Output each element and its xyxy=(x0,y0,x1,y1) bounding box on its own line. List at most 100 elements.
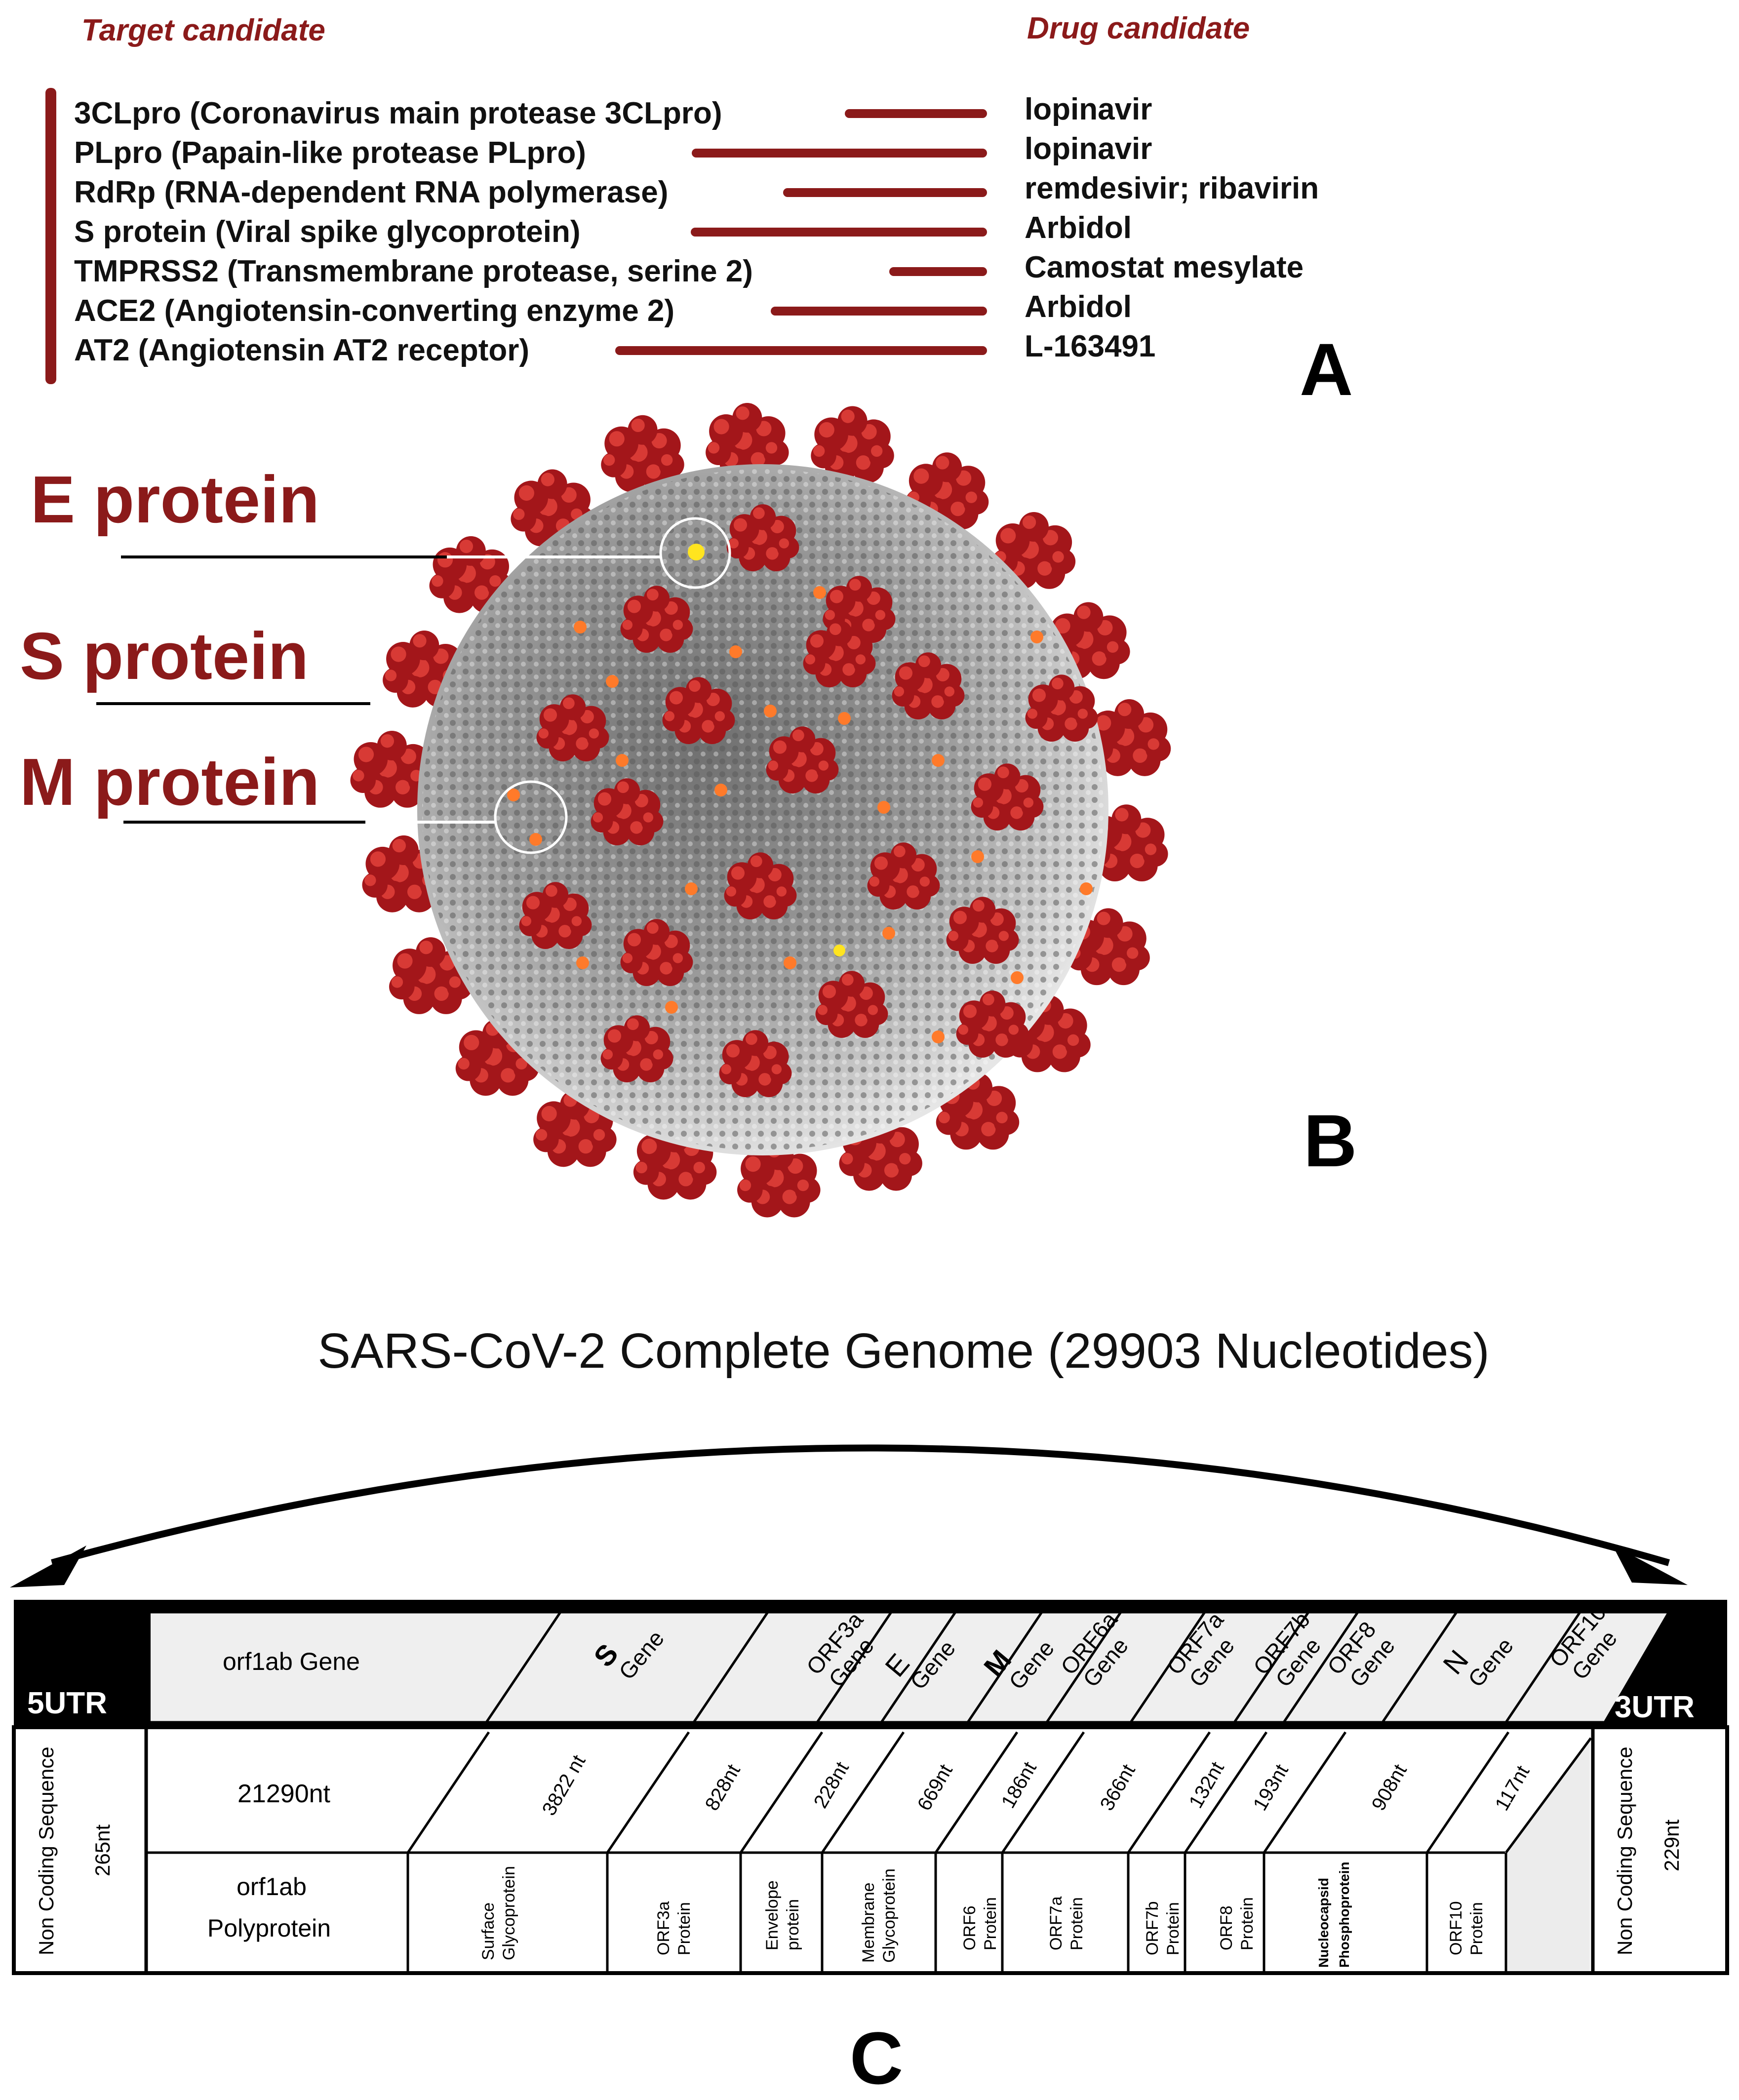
protein-label: Surface xyxy=(479,1902,498,1960)
drug-label: Arbidol xyxy=(1025,211,1132,245)
gene-separator xyxy=(880,1611,957,1723)
utr3-label: 3UTR xyxy=(1615,1690,1695,1724)
orf1ab-length-divider xyxy=(406,1731,490,1854)
m-protein-dot xyxy=(616,754,629,767)
m-protein-dot xyxy=(1030,631,1043,643)
gene-separator xyxy=(485,1611,562,1723)
drug-candidate-header: Drug candidate xyxy=(1027,11,1250,45)
m-protein-dot xyxy=(507,789,520,801)
table-tail-edge xyxy=(1504,1737,1592,1854)
protein-label-sub: Protein xyxy=(1164,1902,1183,1955)
drug-label: lopinavir xyxy=(1025,132,1152,166)
m-protein-dots xyxy=(507,586,1093,1043)
gene-label-orf1ab: orf1ab Gene xyxy=(223,1648,360,1675)
protein-label-sub: Protein xyxy=(1467,1902,1486,1955)
surface-spike xyxy=(620,919,693,987)
gene-band-left-cap xyxy=(148,1612,151,1722)
gene-separator xyxy=(692,1611,769,1723)
panel-c-letter: C xyxy=(850,2017,903,2100)
m-protein-dot xyxy=(685,882,698,895)
m-protein-dot xyxy=(932,1030,945,1043)
length-separators xyxy=(606,1731,1510,1973)
m-protein-dot xyxy=(1011,971,1024,984)
surface-spike xyxy=(519,882,592,950)
panel-b-letter: B xyxy=(1304,1099,1357,1182)
m-protein-dot xyxy=(764,705,777,717)
protein-label-sub: Protein xyxy=(1238,1897,1257,1950)
target-label: 3CLpro (Coronavirus main protease 3CLpro… xyxy=(74,96,722,130)
target-label: RdRp (RNA-dependent RNA polymerase) xyxy=(74,175,668,209)
surface-spike xyxy=(591,778,664,846)
m-protein-dot xyxy=(838,712,851,725)
protein-label: ORF10 xyxy=(1447,1901,1465,1955)
protein-label: Nucleocapsid xyxy=(1316,1878,1331,1968)
right-noncoding-label: Non Coding Sequence xyxy=(1613,1746,1636,1955)
spike-protein xyxy=(601,415,684,492)
protein-label: ORF7a xyxy=(1047,1896,1066,1950)
surface-spike xyxy=(956,991,1029,1058)
m-protein-dot xyxy=(529,833,542,846)
target-candidate-header: Target candidate xyxy=(81,13,325,47)
m-protein-dot xyxy=(932,754,945,767)
orf1ab-protein-line1: orf1ab xyxy=(237,1873,307,1901)
length-separator xyxy=(1425,1731,1510,1854)
orf1ab-length: 21290nt xyxy=(237,1780,331,1808)
spike-protein xyxy=(350,730,434,808)
surface-spike xyxy=(719,1030,792,1098)
target-bracket-bar xyxy=(45,88,56,384)
m-protein-dot xyxy=(1080,882,1093,895)
m-protein-dot xyxy=(877,801,890,814)
genome-table xyxy=(12,1725,1729,1975)
m-protein-highlight-circle xyxy=(494,780,568,854)
length-separator xyxy=(1001,1731,1085,1854)
surface-spike xyxy=(867,842,940,910)
m-protein-dot xyxy=(784,956,796,969)
panel-c: SARS-CoV-2 Complete Genome (29903 Nucleo… xyxy=(10,1323,1729,2100)
panel-a-letter: A xyxy=(1300,328,1353,411)
surface-spike xyxy=(892,652,965,720)
left-noncoding-length: 265nt xyxy=(91,1824,114,1876)
e-protein-highlight-circle xyxy=(659,517,731,589)
gene-separator xyxy=(1381,1611,1458,1723)
surface-spike xyxy=(620,586,693,653)
s-protein-label: S protein xyxy=(20,619,309,693)
protein-label: ORF7b xyxy=(1143,1901,1162,1955)
spike-protein xyxy=(533,1090,617,1167)
coronavirus-illustration xyxy=(350,403,1171,1218)
surface-spike xyxy=(766,726,839,794)
orf1ab-protein-line2: Polyprotein xyxy=(207,1914,331,1942)
protein-label: ORF6 xyxy=(960,1905,979,1950)
protein-label-sub: Protein xyxy=(1067,1897,1086,1950)
m-protein-dot xyxy=(576,956,589,969)
gene-separator xyxy=(1504,1611,1581,1723)
gene-separator xyxy=(1282,1611,1359,1723)
surface-spike xyxy=(726,504,799,572)
surface-spike xyxy=(662,677,735,745)
spike-protein xyxy=(389,937,473,1014)
drug-label: L-163491 xyxy=(1025,329,1155,363)
surface-spike xyxy=(724,852,797,920)
length-separator xyxy=(739,1731,824,1854)
virus-surface-texture xyxy=(422,469,1104,1150)
length-separator xyxy=(1184,1731,1268,1854)
outer-spike-proteins xyxy=(350,403,1171,1218)
protein-label: ORF8 xyxy=(1217,1905,1236,1950)
arc-arrow-right-icon xyxy=(1612,1545,1688,1585)
m-protein-dot xyxy=(882,927,895,940)
gene-separator xyxy=(1045,1611,1122,1723)
drug-label: Arbidol xyxy=(1025,290,1132,324)
target-label: AT2 (Angiotensin AT2 receptor) xyxy=(74,333,529,367)
protein-label-sub: Protein xyxy=(981,1897,1000,1950)
surface-spike xyxy=(803,620,876,688)
length-separator xyxy=(1263,1731,1347,1854)
target-label: ACE2 (Angiotensin-converting enzyme 2) xyxy=(74,294,674,328)
inner-spike-proteins xyxy=(519,504,1098,1098)
drug-label: Camostat mesylate xyxy=(1025,250,1304,284)
m-protein-dot xyxy=(813,586,826,599)
m-protein-dot xyxy=(714,784,727,796)
spike-protein xyxy=(905,452,989,530)
arc-arrow-left-icon xyxy=(10,1545,86,1587)
drug-label: lopinavir xyxy=(1025,92,1152,126)
